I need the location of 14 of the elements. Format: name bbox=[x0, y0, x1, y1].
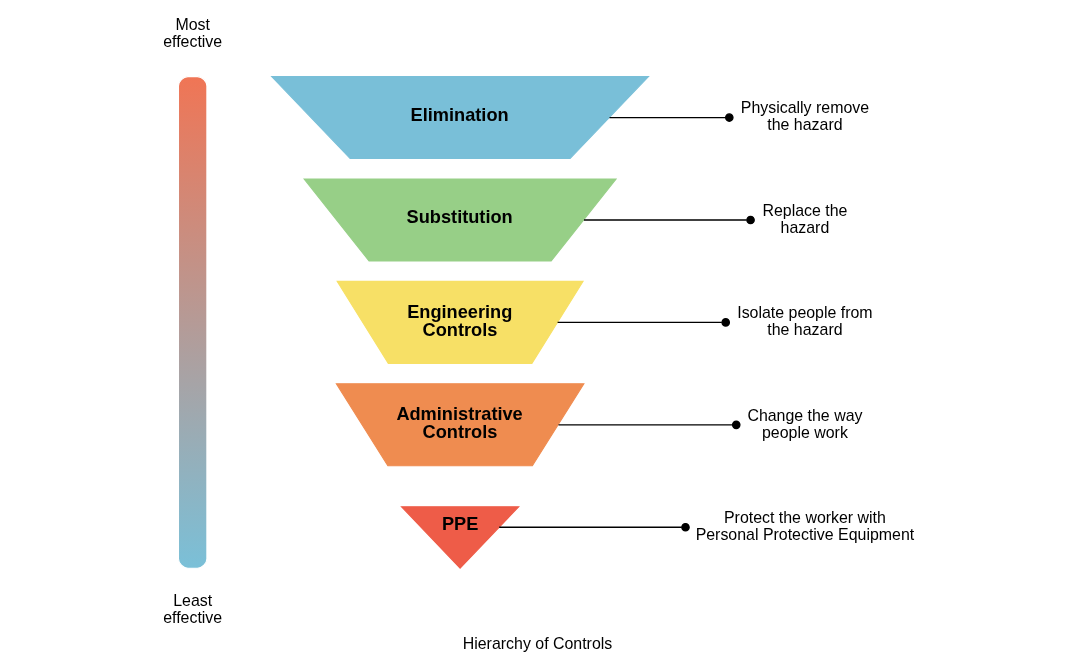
node-text: Change the way people work bbox=[746, 406, 862, 441]
connector bbox=[608, 113, 734, 122]
node-text: Protect the worker with Personal Protective Equipment bbox=[695, 508, 914, 543]
label: Most effective bbox=[162, 16, 222, 51]
connector bbox=[498, 522, 690, 532]
caption: Hierarchy of Controls bbox=[462, 635, 612, 653]
label: Least effective bbox=[162, 592, 222, 627]
node-text: Physically remove the hazard bbox=[740, 99, 869, 134]
node-text: Replace the hazard bbox=[761, 201, 847, 236]
node-bar bbox=[177, 76, 207, 569]
connector bbox=[557, 420, 741, 430]
connector bbox=[556, 318, 730, 327]
connector bbox=[582, 215, 755, 225]
node-text: Isolate people from the hazard bbox=[736, 304, 873, 339]
